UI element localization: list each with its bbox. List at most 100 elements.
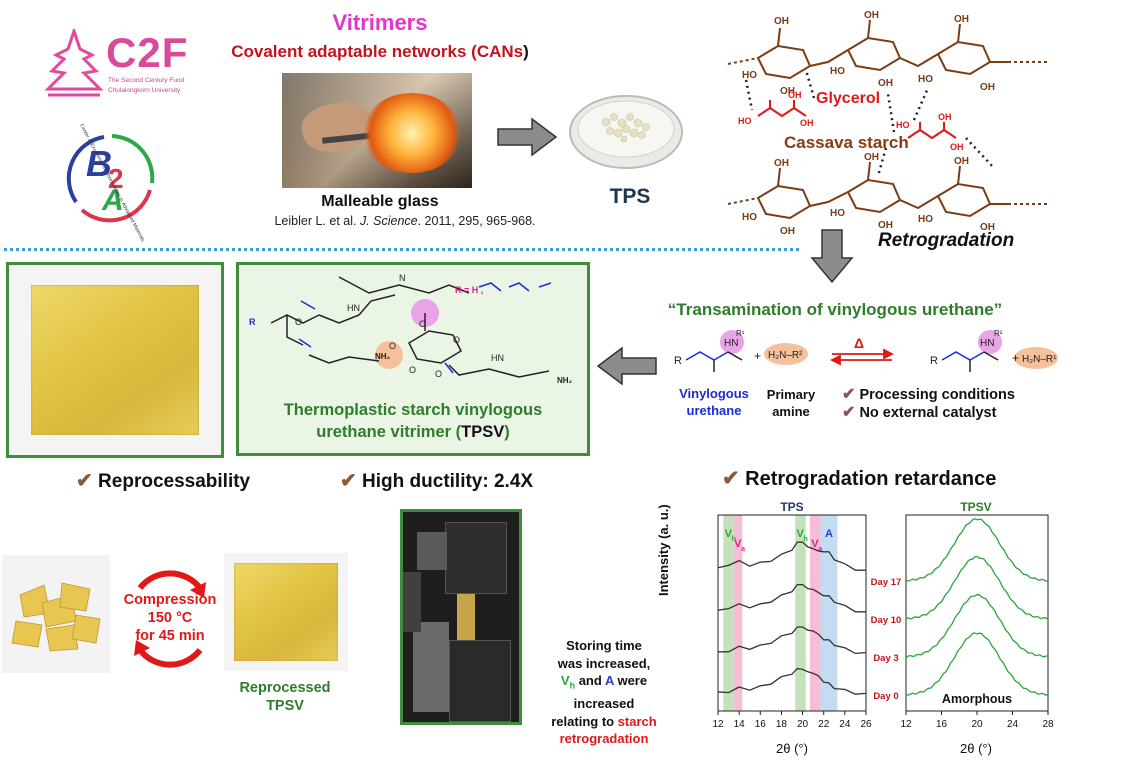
c2f-subtitle-2: Chulalongkorn University <box>108 87 181 94</box>
day-label: Day 17 <box>871 577 902 588</box>
svg-text:R²: R² <box>994 329 1003 338</box>
svg-text:B: B <box>86 143 112 184</box>
vinylogous-label-1: Vinylogous <box>679 386 749 401</box>
feature-retro-retardance: ✔ Retrogradation retardance <box>722 466 996 491</box>
tps-dish-photo <box>566 87 686 172</box>
tpsv-xtick-label: 20 <box>971 719 983 730</box>
note-line-3: Vh and A were <box>534 672 674 695</box>
time-label: for 45 min <box>135 628 205 644</box>
band-label: V <box>725 528 733 540</box>
tps-xtick-label: 18 <box>776 719 788 730</box>
citation-details: . 2011, 295, 965-968. <box>417 214 536 228</box>
note-line-4: increased <box>573 696 635 712</box>
oh-label: OH <box>774 158 789 169</box>
tpsv-series-line <box>905 593 1049 658</box>
band-label: V <box>734 538 742 550</box>
transamination-scheme: R R HN R¹ HN R² + H₂N–R² + H₂N–R¹ Δ <box>674 329 1058 372</box>
amine-left: H₂N–R² <box>768 350 803 361</box>
oh-label: OH <box>938 112 952 122</box>
ho-label: HO <box>896 120 910 130</box>
oh-label: OH <box>788 90 802 100</box>
retrogradation-label: Retrogradation <box>878 230 1015 251</box>
tps-xtick-label: 20 <box>797 719 809 730</box>
reprocessed-film <box>234 563 338 661</box>
note-starch: starch <box>617 713 657 729</box>
svg-text:N: N <box>399 273 406 283</box>
primary-amine-label-1: Primary <box>766 387 816 402</box>
ho-label: HO <box>738 116 752 126</box>
broken-film-photo <box>2 555 110 673</box>
note-were: were <box>613 673 648 688</box>
compression-label: Compression <box>123 592 217 608</box>
note-line-1: Storing time <box>566 638 642 653</box>
cans-abbr: CANs <box>476 42 524 61</box>
band-label-sub: h <box>732 536 736 543</box>
oh-label: OH <box>864 152 879 163</box>
tpsv-caption-2c: ) <box>504 423 510 441</box>
xrd-band <box>820 515 838 711</box>
condition-2: ✔ No external catalyst <box>842 402 996 422</box>
band-label: V <box>796 528 804 540</box>
tpsv-caption-2a: urethane vitrimer ( <box>316 423 462 441</box>
nh2-label: NH₂ <box>375 352 391 361</box>
citation-authors: Leibler L. et al. <box>274 214 360 228</box>
svg-text:O: O <box>409 365 416 375</box>
note-and: and <box>575 673 605 688</box>
c2f-text: C2F <box>106 29 189 76</box>
condition-1-text: Processing conditions <box>859 387 1015 403</box>
oh-label: OH <box>864 10 879 21</box>
b2a-logo: B 2 A Center of Excellence in Bioresourc… <box>62 123 162 243</box>
svg-text:R: R <box>249 317 256 327</box>
tps-xtick-label: 16 <box>755 719 767 730</box>
oh-label: OH <box>774 16 789 27</box>
svg-text:HN: HN <box>347 303 360 313</box>
tpsv-abbr: TPSV <box>461 423 505 441</box>
band-label-sub: a <box>818 546 822 553</box>
tps-plot-frame <box>717 514 867 712</box>
tps-series-line <box>717 583 866 613</box>
tpsv-structure-diagram: R O HN N O O O O O HN NH₂ NH₂ R = H , <box>249 273 573 385</box>
amine-right: H₂N–R¹ <box>1022 354 1057 365</box>
tpsv-series-line <box>905 555 1049 620</box>
reprocessed-label-1: Reprocessed <box>239 680 331 696</box>
tps-label: TPS <box>609 185 651 208</box>
xrd-band <box>723 515 734 711</box>
oh-label: OH <box>780 226 795 237</box>
day-label: Day 3 <box>873 653 898 664</box>
note-vh-sub: h <box>569 680 576 691</box>
plus-sign: + <box>1012 351 1019 365</box>
starch-network-diagram: OH OH OH HO HO HO OH OH OH OH OH OH HO H… <box>727 10 1048 237</box>
xrd-band <box>733 515 743 711</box>
band-label: A <box>825 528 833 540</box>
check-icon: ✔ <box>842 386 856 403</box>
check-icon: ✔ <box>340 470 357 492</box>
chart-ylabel: Intensity (a. u.) <box>656 504 671 596</box>
oh-label: OH <box>980 222 995 233</box>
vitrimers-title: Vitrimers <box>332 10 428 35</box>
ho-label: HO <box>918 74 933 85</box>
b2a-emblem-icon: B 2 A <box>66 134 155 223</box>
note-line-6: retrogradation <box>559 731 649 747</box>
svg-text:O: O <box>389 341 396 351</box>
svg-text:HN: HN <box>491 353 504 363</box>
band-label-sub: h <box>803 536 807 543</box>
check-icon: ✔ <box>76 470 93 492</box>
tps-xlabel: 2θ (°) <box>776 741 808 756</box>
tpsv-caption-1: Thermoplastic starch vinylogous <box>283 401 543 419</box>
note-line-2: was increased, <box>557 655 651 671</box>
reprocessed-film-photo <box>224 553 348 671</box>
svg-text:R¹: R¹ <box>736 329 745 338</box>
ho-label: HO <box>830 208 845 219</box>
oh-label: OH <box>954 14 969 25</box>
svg-text:HN: HN <box>724 338 738 349</box>
oh-label: OH <box>954 156 969 167</box>
arrow-down-icon <box>810 229 854 284</box>
tpsv-xtick-label: 16 <box>936 719 948 730</box>
tpsv-xtick-label: 28 <box>1042 719 1054 730</box>
tps-xtick-label: 26 <box>860 719 872 730</box>
citation-journal: J. Science <box>359 214 418 228</box>
svg-text:HN: HN <box>980 338 994 349</box>
nh2-label: NH₂ <box>557 376 573 385</box>
primary-amine-label-2: amine <box>772 404 810 419</box>
tpsv-film-photo-frame <box>6 262 224 458</box>
